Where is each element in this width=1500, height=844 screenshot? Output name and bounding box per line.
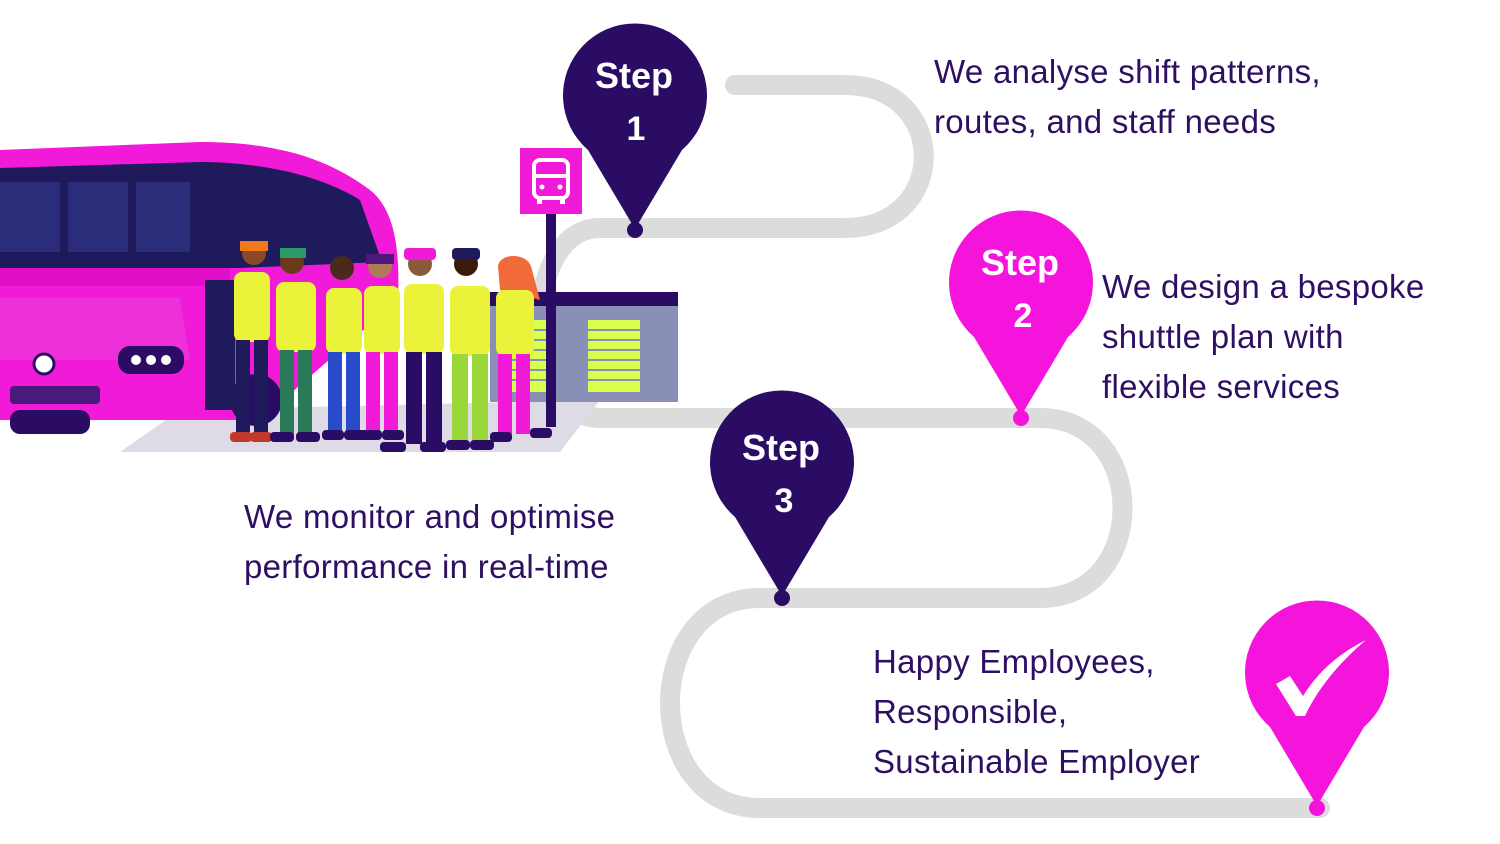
- worker: [322, 256, 366, 440]
- bus-icon: [532, 158, 570, 204]
- worker: [490, 255, 552, 442]
- step-1-pin-word: Step: [595, 55, 673, 96]
- step-2-pin: Step 2: [949, 210, 1093, 426]
- step-2-line-3: flexible services: [1102, 368, 1341, 405]
- step-3-pin-word: Step: [742, 427, 820, 468]
- worker: [380, 248, 446, 452]
- winding-road: [530, 75, 1330, 818]
- step-3-line-2: performance in real-time: [244, 548, 609, 585]
- worker: [230, 241, 272, 442]
- outcome-line-2: Responsible,: [873, 693, 1068, 730]
- outcome-line-1: Happy Employees,: [873, 643, 1155, 680]
- workers-group: [230, 241, 552, 452]
- step-2-line-2: shuttle plan with: [1102, 318, 1344, 355]
- outcome-pin: [1245, 600, 1389, 816]
- outcome-description: Happy Employees, Responsible, Sustainabl…: [873, 637, 1200, 787]
- step-1-line-2: routes, and staff needs: [934, 103, 1277, 140]
- outcome-line-3: Sustainable Employer: [873, 743, 1201, 780]
- step-1-description: We analyse shift patterns, routes, and s…: [934, 47, 1321, 147]
- step-2-line-1: We design a bespoke: [1102, 268, 1425, 305]
- step-2-pin-number: 2: [1014, 297, 1033, 335]
- worker: [360, 254, 404, 440]
- worker: [446, 248, 494, 450]
- step-3-pin-number: 3: [775, 482, 794, 520]
- step-2-pin-word: Step: [981, 242, 1059, 283]
- step-3-pin: Step 3: [709, 390, 854, 606]
- worker: [270, 248, 320, 442]
- step-1-pin-number: 1: [627, 110, 646, 148]
- bus-stop-sign: [520, 148, 582, 427]
- step-3-description: We monitor and optimise performance in r…: [244, 492, 615, 592]
- step-1-line-1: We analyse shift patterns,: [934, 53, 1321, 90]
- step-3-line-1: We monitor and optimise: [244, 498, 616, 535]
- checkmark-icon: [1276, 640, 1366, 716]
- step-1-pin: Step 1: [563, 23, 707, 238]
- step-2-description: We design a bespoke shuttle plan with fl…: [1102, 262, 1424, 412]
